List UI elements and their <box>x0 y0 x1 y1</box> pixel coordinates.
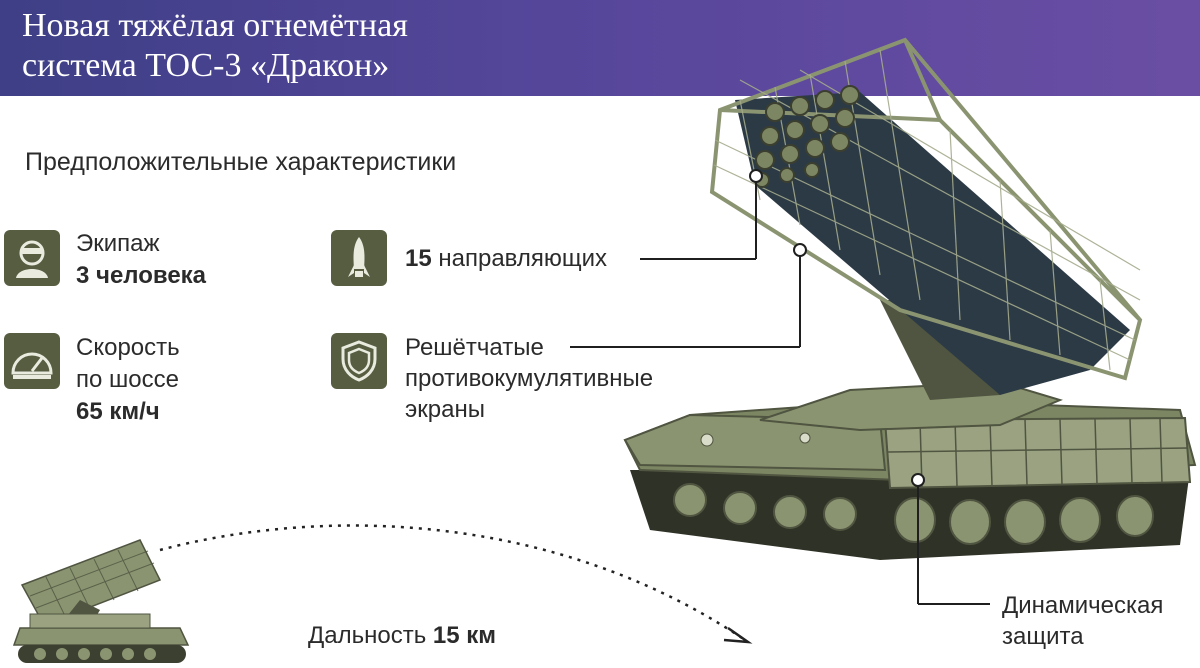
range-label: Дальность 15 км <box>308 622 496 650</box>
spec-crew-value: 3 человека <box>76 262 207 289</box>
title-line-1: Новая тяжёлая огнемётная <box>22 7 408 44</box>
callout-screens-line <box>570 243 807 348</box>
spec-crew: Экипаж 3 человека <box>76 228 206 292</box>
main-vehicle-icon <box>623 37 1197 560</box>
spec-speed-label-1: Скорость <box>76 334 180 361</box>
trajectory-arrow <box>723 626 753 644</box>
spec-speed-label-2: по шоссе <box>76 366 179 393</box>
callout-dynamic-line-1: Динамическая <box>1002 592 1164 619</box>
shield-icon <box>331 333 387 389</box>
spec-screens-label-3: экраны <box>405 396 485 423</box>
spec-screens: Решётчатые противокумулятивные экраны <box>405 332 653 425</box>
spec-launchers-label: направляющих <box>438 245 608 272</box>
spec-speed-value: 65 км/ч <box>76 398 160 425</box>
header-banner: Новая тяжёлая огнемётная система ТОС-3 «… <box>0 0 1200 96</box>
speedometer-icon <box>4 333 60 389</box>
callout-dynamic-line <box>911 473 990 605</box>
spec-crew-label: Экипаж <box>76 230 160 257</box>
rocket-icon <box>331 230 387 286</box>
callout-dynamic-line-2: защита <box>1002 623 1084 650</box>
callout-dynamic-protection: Динамическая защита <box>1002 590 1163 652</box>
spec-launchers-value: 15 <box>405 245 432 272</box>
spec-launchers: 15 направляющих <box>405 243 607 275</box>
callout-launchers-line <box>640 169 763 260</box>
spec-screens-label-2: противокумулятивные <box>405 365 654 392</box>
characteristics-heading: Предположительные характеристики <box>25 148 457 176</box>
page-title: Новая тяжёлая огнемётная система ТОС-3 «… <box>22 6 662 86</box>
range-label-text: Дальность <box>308 622 427 649</box>
crew-helmet-icon <box>4 230 60 286</box>
trajectory-arc <box>159 524 746 642</box>
range-value: 15 км <box>432 622 497 649</box>
spec-screens-label-1: Решётчатые <box>405 334 544 361</box>
small-vehicle-icon <box>12 539 190 663</box>
spec-speed: Скорость по шоссе 65 км/ч <box>76 332 180 428</box>
title-line-2: система ТОС-3 «Дракон» <box>22 47 390 84</box>
